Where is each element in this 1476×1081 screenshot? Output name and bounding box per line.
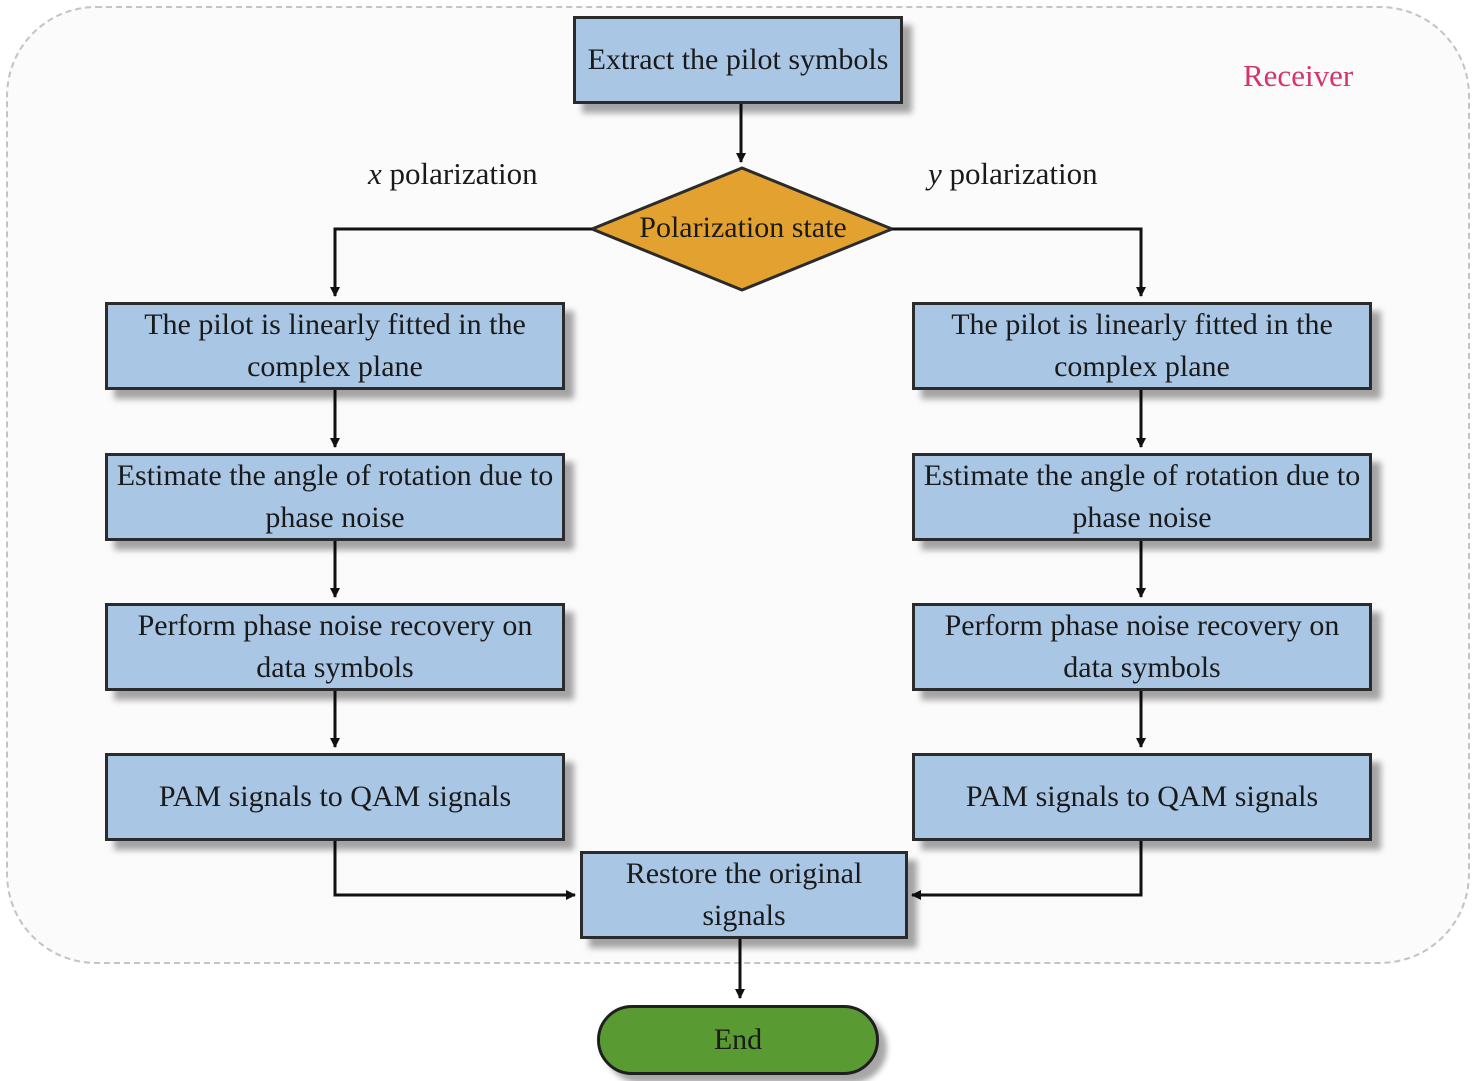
x-variable: x	[368, 156, 382, 191]
y-branch-label: y polarization	[928, 156, 1098, 192]
x-pam-box: PAM signals to QAM signals	[105, 753, 565, 841]
receiver-label: Receiver	[1243, 58, 1354, 93]
x-estimate-box: Estimate the angle of rotation due to ph…	[105, 453, 565, 541]
y-estimate-box: Estimate the angle of rotation due to ph…	[912, 453, 1372, 541]
edge-decision-x	[330, 227, 592, 297]
y-branch-text: polarization	[941, 156, 1098, 191]
extract-pilot-box: Extract the pilot symbols	[573, 16, 903, 104]
x-fit-box: The pilot is linearly fitted in the comp…	[105, 302, 565, 390]
y-pam-box: PAM signals to QAM signals	[912, 753, 1372, 841]
x-recovery-box: Perform phase noise recovery on data sym…	[105, 603, 565, 691]
y-fit-box: The pilot is linearly fitted in the comp…	[912, 302, 1372, 390]
x-branch-label: x polarization	[368, 156, 538, 192]
edge-decision-y	[892, 227, 1146, 297]
x-branch-text: polarization	[381, 156, 538, 191]
restore-box: Restore the original signals	[580, 851, 908, 939]
y-recovery-box: Perform phase noise recovery on data sym…	[912, 603, 1372, 691]
decision-label: Polarization state	[639, 211, 847, 244]
edge-x-pam-restore	[333, 840, 576, 900]
end-terminal: End	[597, 1005, 879, 1075]
y-variable: y	[928, 156, 942, 191]
edge-y-pam-restore	[911, 840, 1143, 900]
